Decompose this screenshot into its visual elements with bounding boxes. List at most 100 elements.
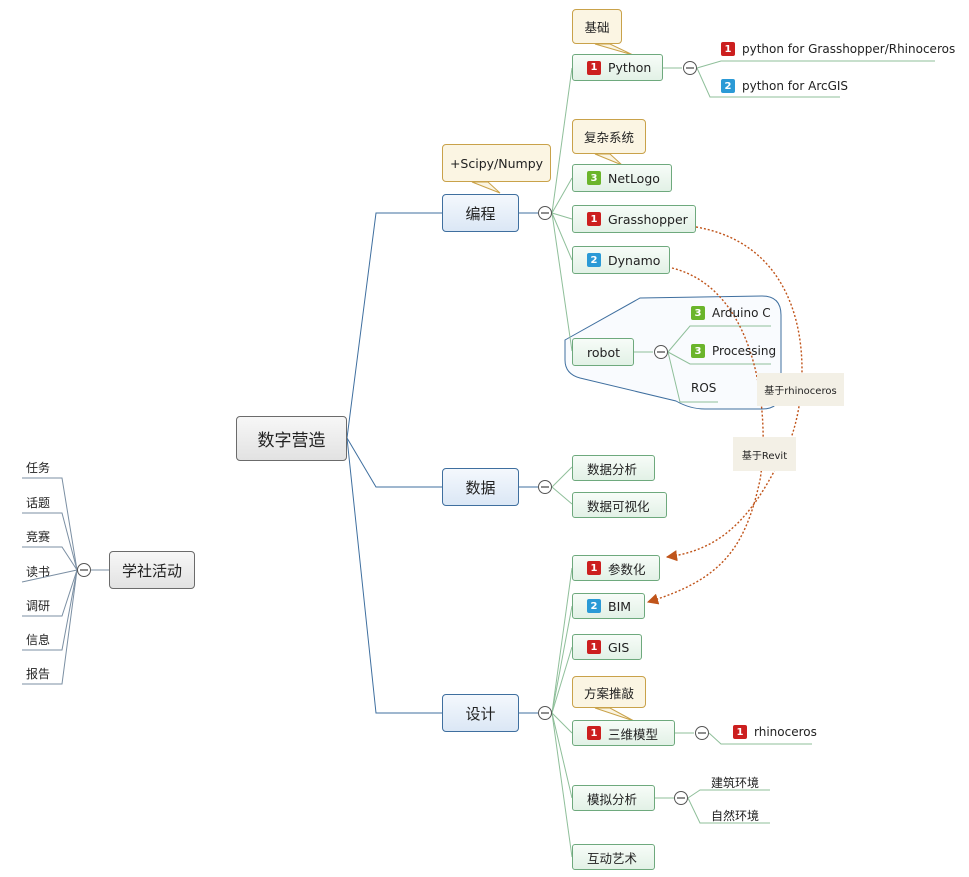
subtopic-dynamo-label: Dynamo bbox=[608, 252, 661, 268]
subtopic-data-analysis-label: 数据分析 bbox=[587, 461, 638, 477]
club-connectors bbox=[21, 477, 109, 685]
subtopic-gis-label: GIS bbox=[608, 639, 630, 655]
topic-design[interactable]: 设计 bbox=[442, 694, 519, 732]
club-item-reading[interactable]: 读书 bbox=[26, 562, 56, 580]
note-python-text: 基础 bbox=[584, 20, 610, 35]
subtopic-parametric-label: 参数化 bbox=[608, 561, 646, 577]
subtopic-netlogo[interactable]: 3 NetLogo bbox=[572, 164, 672, 192]
note-netlogo[interactable]: 复杂系统 bbox=[572, 119, 646, 154]
relationship-label-rhinoceros[interactable]: 基于rhinoceros bbox=[757, 373, 844, 406]
priority-3-icon: 3 bbox=[691, 306, 705, 320]
note-netlogo-text: 复杂系统 bbox=[583, 130, 634, 145]
subtopic-robot-label: robot bbox=[587, 344, 620, 360]
data-connectors bbox=[551, 466, 573, 505]
club-item-task[interactable]: 任务 bbox=[26, 458, 56, 476]
subtopic-data-analysis[interactable]: 数据分析 bbox=[572, 455, 655, 481]
central-topic-label: 数字营造 bbox=[257, 431, 326, 451]
design-connectors bbox=[551, 567, 812, 858]
club-item-task-label: 任务 bbox=[26, 460, 51, 475]
club-item-report-label: 报告 bbox=[26, 666, 51, 681]
collapse-toggle-minus bbox=[80, 67, 706, 799]
subtopic-interactive-art-label: 互动艺术 bbox=[587, 850, 638, 866]
club-item-reading-label: 读书 bbox=[26, 564, 51, 579]
python-child-grasshopper-label: python for Grasshopper/Rhinoceros bbox=[742, 42, 956, 56]
robot-child-processing-label: Processing bbox=[712, 344, 777, 358]
simulation-child-built-label: 建筑环境 bbox=[711, 775, 760, 790]
subtopic-gis[interactable]: 1 GIS bbox=[572, 634, 642, 660]
priority-1-icon: 1 bbox=[587, 726, 601, 740]
subtopic-python-label: Python bbox=[608, 60, 652, 75]
priority-1-icon: 1 bbox=[587, 212, 601, 226]
topic-data[interactable]: 数据 bbox=[442, 468, 519, 506]
priority-1-icon: 1 bbox=[587, 640, 601, 654]
priority-3-icon: 3 bbox=[587, 171, 601, 185]
club-item-research[interactable]: 调研 bbox=[26, 596, 56, 614]
main-connectors bbox=[346, 212, 538, 714]
note-model3d[interactable]: 方案推敲 bbox=[572, 676, 646, 708]
robot-child-arduino[interactable]: 3 Arduino C bbox=[691, 302, 771, 324]
python-child-arcgis-label: python for ArcGIS bbox=[742, 79, 849, 93]
priority-1-icon: 1 bbox=[733, 725, 747, 739]
subtopic-robot[interactable]: robot bbox=[572, 338, 634, 366]
topic-data-label: 数据 bbox=[465, 478, 496, 497]
relationship-label-revit-text: 基于Revit bbox=[741, 450, 788, 462]
subtopic-bim-label: BIM bbox=[608, 598, 632, 614]
simulation-child-natural-label: 自然环境 bbox=[711, 808, 760, 823]
priority-1-icon: 1 bbox=[587, 561, 601, 575]
floating-topic-club-label: 学社活动 bbox=[121, 561, 182, 580]
priority-2-icon: 2 bbox=[587, 253, 601, 267]
subtopic-dynamo[interactable]: 2 Dynamo bbox=[572, 246, 670, 274]
programming-connectors bbox=[551, 60, 935, 403]
priority-1-icon: 1 bbox=[721, 42, 735, 56]
note-model3d-text: 方案推敲 bbox=[583, 685, 634, 701]
simulation-child-built[interactable]: 建筑环境 bbox=[711, 772, 771, 792]
relationship-label-rhinoceros-text: 基于rhinoceros bbox=[764, 386, 837, 397]
subtopic-model3d-label: 三维模型 bbox=[608, 726, 659, 742]
relationship-curves bbox=[646, 226, 803, 605]
topic-programming-label: 编程 bbox=[465, 204, 496, 223]
topic-programming[interactable]: 编程 bbox=[442, 194, 519, 232]
model3d-child-rhinoceros-label: rhinoceros bbox=[754, 725, 817, 739]
subtopic-interactive-art[interactable]: 互动艺术 bbox=[572, 844, 655, 870]
python-child-grasshopper[interactable]: 1 python for Grasshopper/Rhinoceros bbox=[721, 38, 955, 60]
robot-child-ros-label: ROS bbox=[691, 381, 717, 395]
priority-1-icon: 1 bbox=[587, 60, 601, 75]
club-item-competition-label: 竞赛 bbox=[26, 529, 51, 544]
club-item-research-label: 调研 bbox=[26, 598, 51, 613]
subtopic-data-visualization[interactable]: 数据可视化 bbox=[572, 492, 667, 518]
robot-child-ros[interactable]: ROS bbox=[691, 377, 721, 399]
subtopic-netlogo-label: NetLogo bbox=[608, 170, 660, 186]
club-item-report[interactable]: 报告 bbox=[26, 664, 56, 682]
floating-topic-club[interactable]: 学社活动 bbox=[109, 551, 195, 589]
priority-2-icon: 2 bbox=[721, 79, 735, 93]
subtopic-grasshopper-label: Grasshopper bbox=[608, 211, 688, 227]
priority-2-icon: 2 bbox=[587, 599, 601, 613]
python-child-arcgis[interactable]: 2 python for ArcGIS bbox=[721, 75, 849, 97]
note-python[interactable]: 基础 bbox=[572, 9, 622, 44]
note-programming[interactable]: +Scipy/Numpy bbox=[442, 144, 551, 182]
club-item-information-label: 信息 bbox=[26, 632, 51, 647]
club-item-topic-label: 话题 bbox=[26, 495, 51, 510]
club-item-information[interactable]: 信息 bbox=[26, 630, 56, 648]
callout-pointers bbox=[471, 43, 635, 722]
robot-child-arduino-label: Arduino C bbox=[712, 306, 771, 320]
subtopic-parametric[interactable]: 1 参数化 bbox=[572, 555, 660, 581]
subtopic-data-visualization-label: 数据可视化 bbox=[587, 498, 650, 514]
club-item-topic[interactable]: 话题 bbox=[26, 493, 56, 511]
simulation-child-natural[interactable]: 自然环境 bbox=[711, 805, 771, 825]
central-topic[interactable]: 数字营造 bbox=[236, 416, 347, 461]
relationship-label-revit[interactable]: 基于Revit bbox=[733, 437, 796, 471]
subtopic-simulation[interactable]: 模拟分析 bbox=[572, 785, 655, 811]
club-item-competition[interactable]: 竞赛 bbox=[26, 527, 56, 545]
subtopic-grasshopper[interactable]: 1 Grasshopper bbox=[572, 205, 696, 233]
subtopic-bim[interactable]: 2 BIM bbox=[572, 593, 645, 619]
subtopic-python[interactable]: 1 Python bbox=[572, 54, 663, 81]
model3d-child-rhinoceros[interactable]: 1 rhinoceros bbox=[733, 721, 817, 743]
note-programming-text: +Scipy/Numpy bbox=[449, 155, 544, 171]
priority-3-icon: 3 bbox=[691, 344, 705, 358]
robot-boundary bbox=[564, 295, 782, 410]
subtopic-model3d[interactable]: 1 三维模型 bbox=[572, 720, 675, 746]
robot-child-processing[interactable]: 3 Processing bbox=[691, 340, 776, 362]
topic-design-label: 设计 bbox=[465, 704, 496, 723]
